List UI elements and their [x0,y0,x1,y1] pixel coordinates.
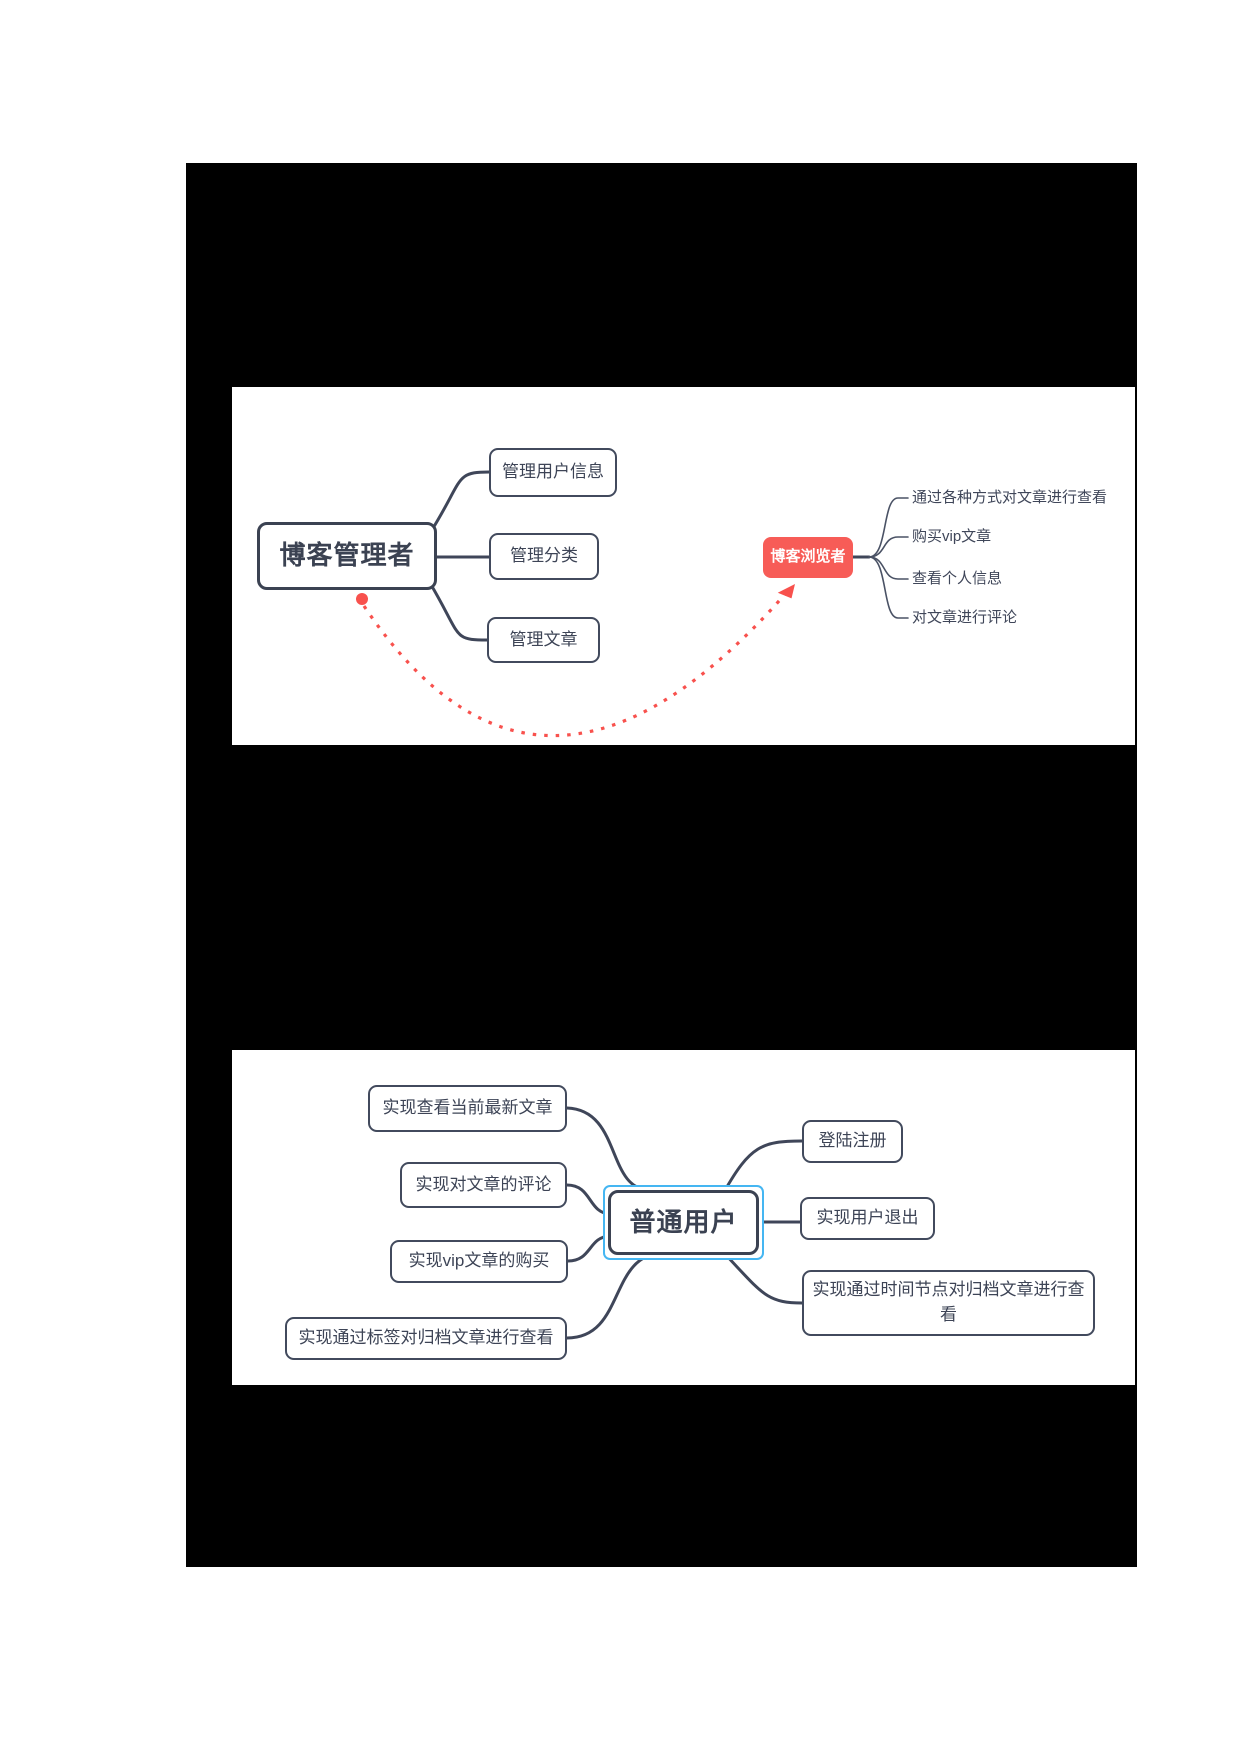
node-manage-user-info: 管理用户信息 [489,448,617,497]
branch-to-comment [868,556,909,619]
branch-latest-articles [565,1106,652,1192]
branch-to-view-articles [868,497,909,558]
branch-to-buy-vip [868,536,909,558]
selection-frame: 普通用户 [603,1185,764,1260]
leaf-view-articles: 通过各种方式对文章进行查看 [912,489,1108,506]
node-view-latest-articles: 实现查看当前最新文章 [368,1085,567,1132]
node-blog-admin: 博客管理者 [257,522,437,590]
node-blog-viewer: 博客浏览者 [763,537,853,578]
admin-map-connector-lines [356,470,909,738]
node-comment-articles: 实现对文章的评论 [400,1162,567,1208]
red-origin-dot [356,593,368,605]
node-buy-vip-articles: 实现vip文章的购买 [390,1240,568,1283]
node-time-archive-view: 实现通过时间节点对归档文章进行查看 [802,1270,1095,1336]
mindmap-panel-user: 普通用户 实现查看当前最新文章 实现对文章的评论 实现vip文章的购买 实现通过… [232,1050,1135,1385]
branch-tag-archive [565,1251,666,1340]
leaf-comment-article: 对文章进行评论 [912,609,1018,626]
branch-time-archive [722,1251,804,1305]
node-ordinary-user: 普通用户 [608,1190,759,1255]
branch-to-manage-user-info [428,470,491,535]
node-login-register: 登陆注册 [802,1120,903,1163]
leaf-buy-vip: 购买vip文章 [912,528,992,545]
node-tag-archive-view: 实现通过标签对归档文章进行查看 [285,1317,567,1360]
node-manage-article: 管理文章 [487,617,600,663]
node-user-logout: 实现用户退出 [800,1197,935,1240]
node-manage-category: 管理分类 [489,533,599,580]
branch-login-register [722,1139,804,1194]
branch-to-manage-article [428,581,489,642]
red-dotted-connector [362,590,789,738]
leaf-view-profile: 查看个人信息 [912,570,1003,587]
red-arrow-head [777,584,795,599]
mindmap-panel-admin: 博客管理者 管理用户信息 管理分类 管理文章 博客浏览者 通过各种方式对文章进行… [232,387,1135,745]
